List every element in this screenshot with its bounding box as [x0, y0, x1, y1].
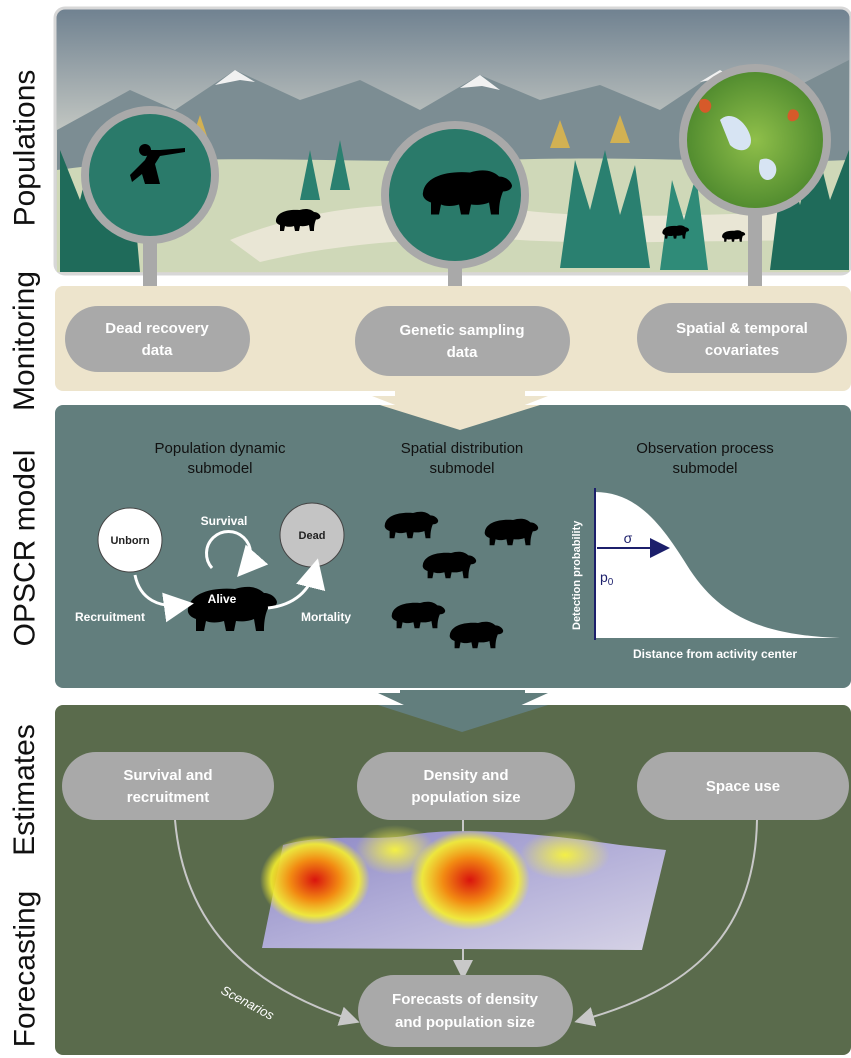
density-pill: Density and population size — [357, 752, 575, 820]
space-use-label: Space use — [706, 778, 780, 795]
dead-recovery-line2: data — [142, 342, 174, 359]
map-lakes — [720, 115, 777, 180]
wolf-silhouette — [722, 230, 746, 242]
dead-recovery-pill: Dead recovery data — [65, 306, 250, 372]
bear-lens — [381, 121, 529, 269]
forecasts-line2: and population size — [395, 1014, 535, 1031]
bear-icon — [484, 518, 539, 546]
bear-silhouette-small — [662, 225, 690, 239]
hunter-lens — [81, 106, 219, 244]
covariates-line1: Spatial & temporal — [676, 320, 808, 337]
density-peak-center — [410, 830, 530, 930]
survival-line1: Survival and — [123, 767, 212, 784]
covariates-pill: Spatial & temporal covariates — [637, 303, 847, 373]
p0-subscript: 0 — [608, 577, 614, 588]
map-lens — [679, 64, 831, 216]
density-line1: Density and — [423, 767, 508, 784]
map-heat — [699, 98, 799, 122]
bear-icon — [391, 601, 446, 629]
genetic-sampling-pill: Genetic sampling data — [355, 306, 570, 376]
state-diagram: Unborn Dead Alive Survival Recruitment M… — [75, 502, 351, 631]
density-surface — [260, 825, 666, 950]
dead-recovery-line1: Dead recovery — [105, 320, 209, 337]
estimates-panel: Survival and recruitment Density and pop… — [55, 705, 851, 1055]
density-peak-left — [260, 835, 370, 925]
detection-chart: σ p0 Detection probability Distance from… — [571, 488, 840, 661]
density-line2: population size — [411, 789, 520, 806]
p0-letter: p — [600, 569, 608, 585]
mortality-label: Mortality — [301, 610, 351, 624]
recruitment-arrow — [133, 574, 194, 623]
survival-recruitment-pill: Survival and recruitment — [62, 752, 274, 820]
density-peak-right — [520, 830, 610, 880]
genetic-line1: Genetic sampling — [399, 322, 524, 339]
mountain-range — [57, 60, 849, 180]
sigma-label: σ — [624, 530, 633, 546]
p0-label: p0 — [600, 569, 614, 588]
flow-line-space-use — [574, 819, 758, 1027]
dynamic-title-line2: submodel — [187, 460, 252, 477]
density-ridge — [355, 825, 435, 875]
arrow-in-estimates — [378, 705, 548, 732]
dynamic-title-line1: Population dynamic — [155, 440, 286, 457]
recruitment-label: Recruitment — [75, 610, 145, 624]
spatial-title-line2: submodel — [429, 460, 494, 477]
flow-line-scenarios — [174, 819, 360, 1026]
survival-loop-arrow — [205, 529, 269, 578]
alive-label: Alive — [208, 592, 237, 606]
survival-line2: recruitment — [127, 789, 210, 806]
space-use-pill: Space use — [637, 752, 849, 820]
spatial-title-line1: Spatial distribution — [401, 440, 524, 457]
forecasts-line1: Forecasts of density — [392, 991, 539, 1008]
arrow-in-top — [380, 405, 540, 430]
bear-icon — [422, 170, 512, 215]
observation-title-line2: submodel — [672, 460, 737, 477]
covariates-line2: covariates — [705, 342, 779, 359]
detection-ylabel: Detection probability — [571, 520, 583, 630]
populations-panel — [53, 6, 851, 315]
detection-xlabel: Distance from activity center — [633, 647, 797, 661]
monitoring-panel: Dead recovery data Genetic sampling data… — [55, 286, 851, 430]
genetic-line2: data — [447, 344, 479, 361]
hunter-silhouette-icon — [130, 148, 185, 184]
dead-label: Dead — [299, 530, 326, 542]
unborn-label: Unborn — [110, 535, 149, 547]
observation-title-line1: Observation process — [636, 440, 774, 457]
unborn-state — [97, 507, 163, 573]
bear-icon — [449, 621, 504, 649]
survival-label: Survival — [201, 514, 248, 528]
bear-silhouette — [275, 208, 321, 231]
bear-icon — [384, 511, 439, 539]
mountain-snow — [215, 70, 738, 90]
model-panel: Population dynamic submodel Spatial dist… — [55, 405, 851, 688]
forecasts-pill: Forecasts of density and population size — [358, 975, 573, 1047]
detection-curve-area — [595, 492, 840, 638]
mortality-arrow — [267, 558, 326, 610]
bear-icon — [422, 551, 477, 579]
